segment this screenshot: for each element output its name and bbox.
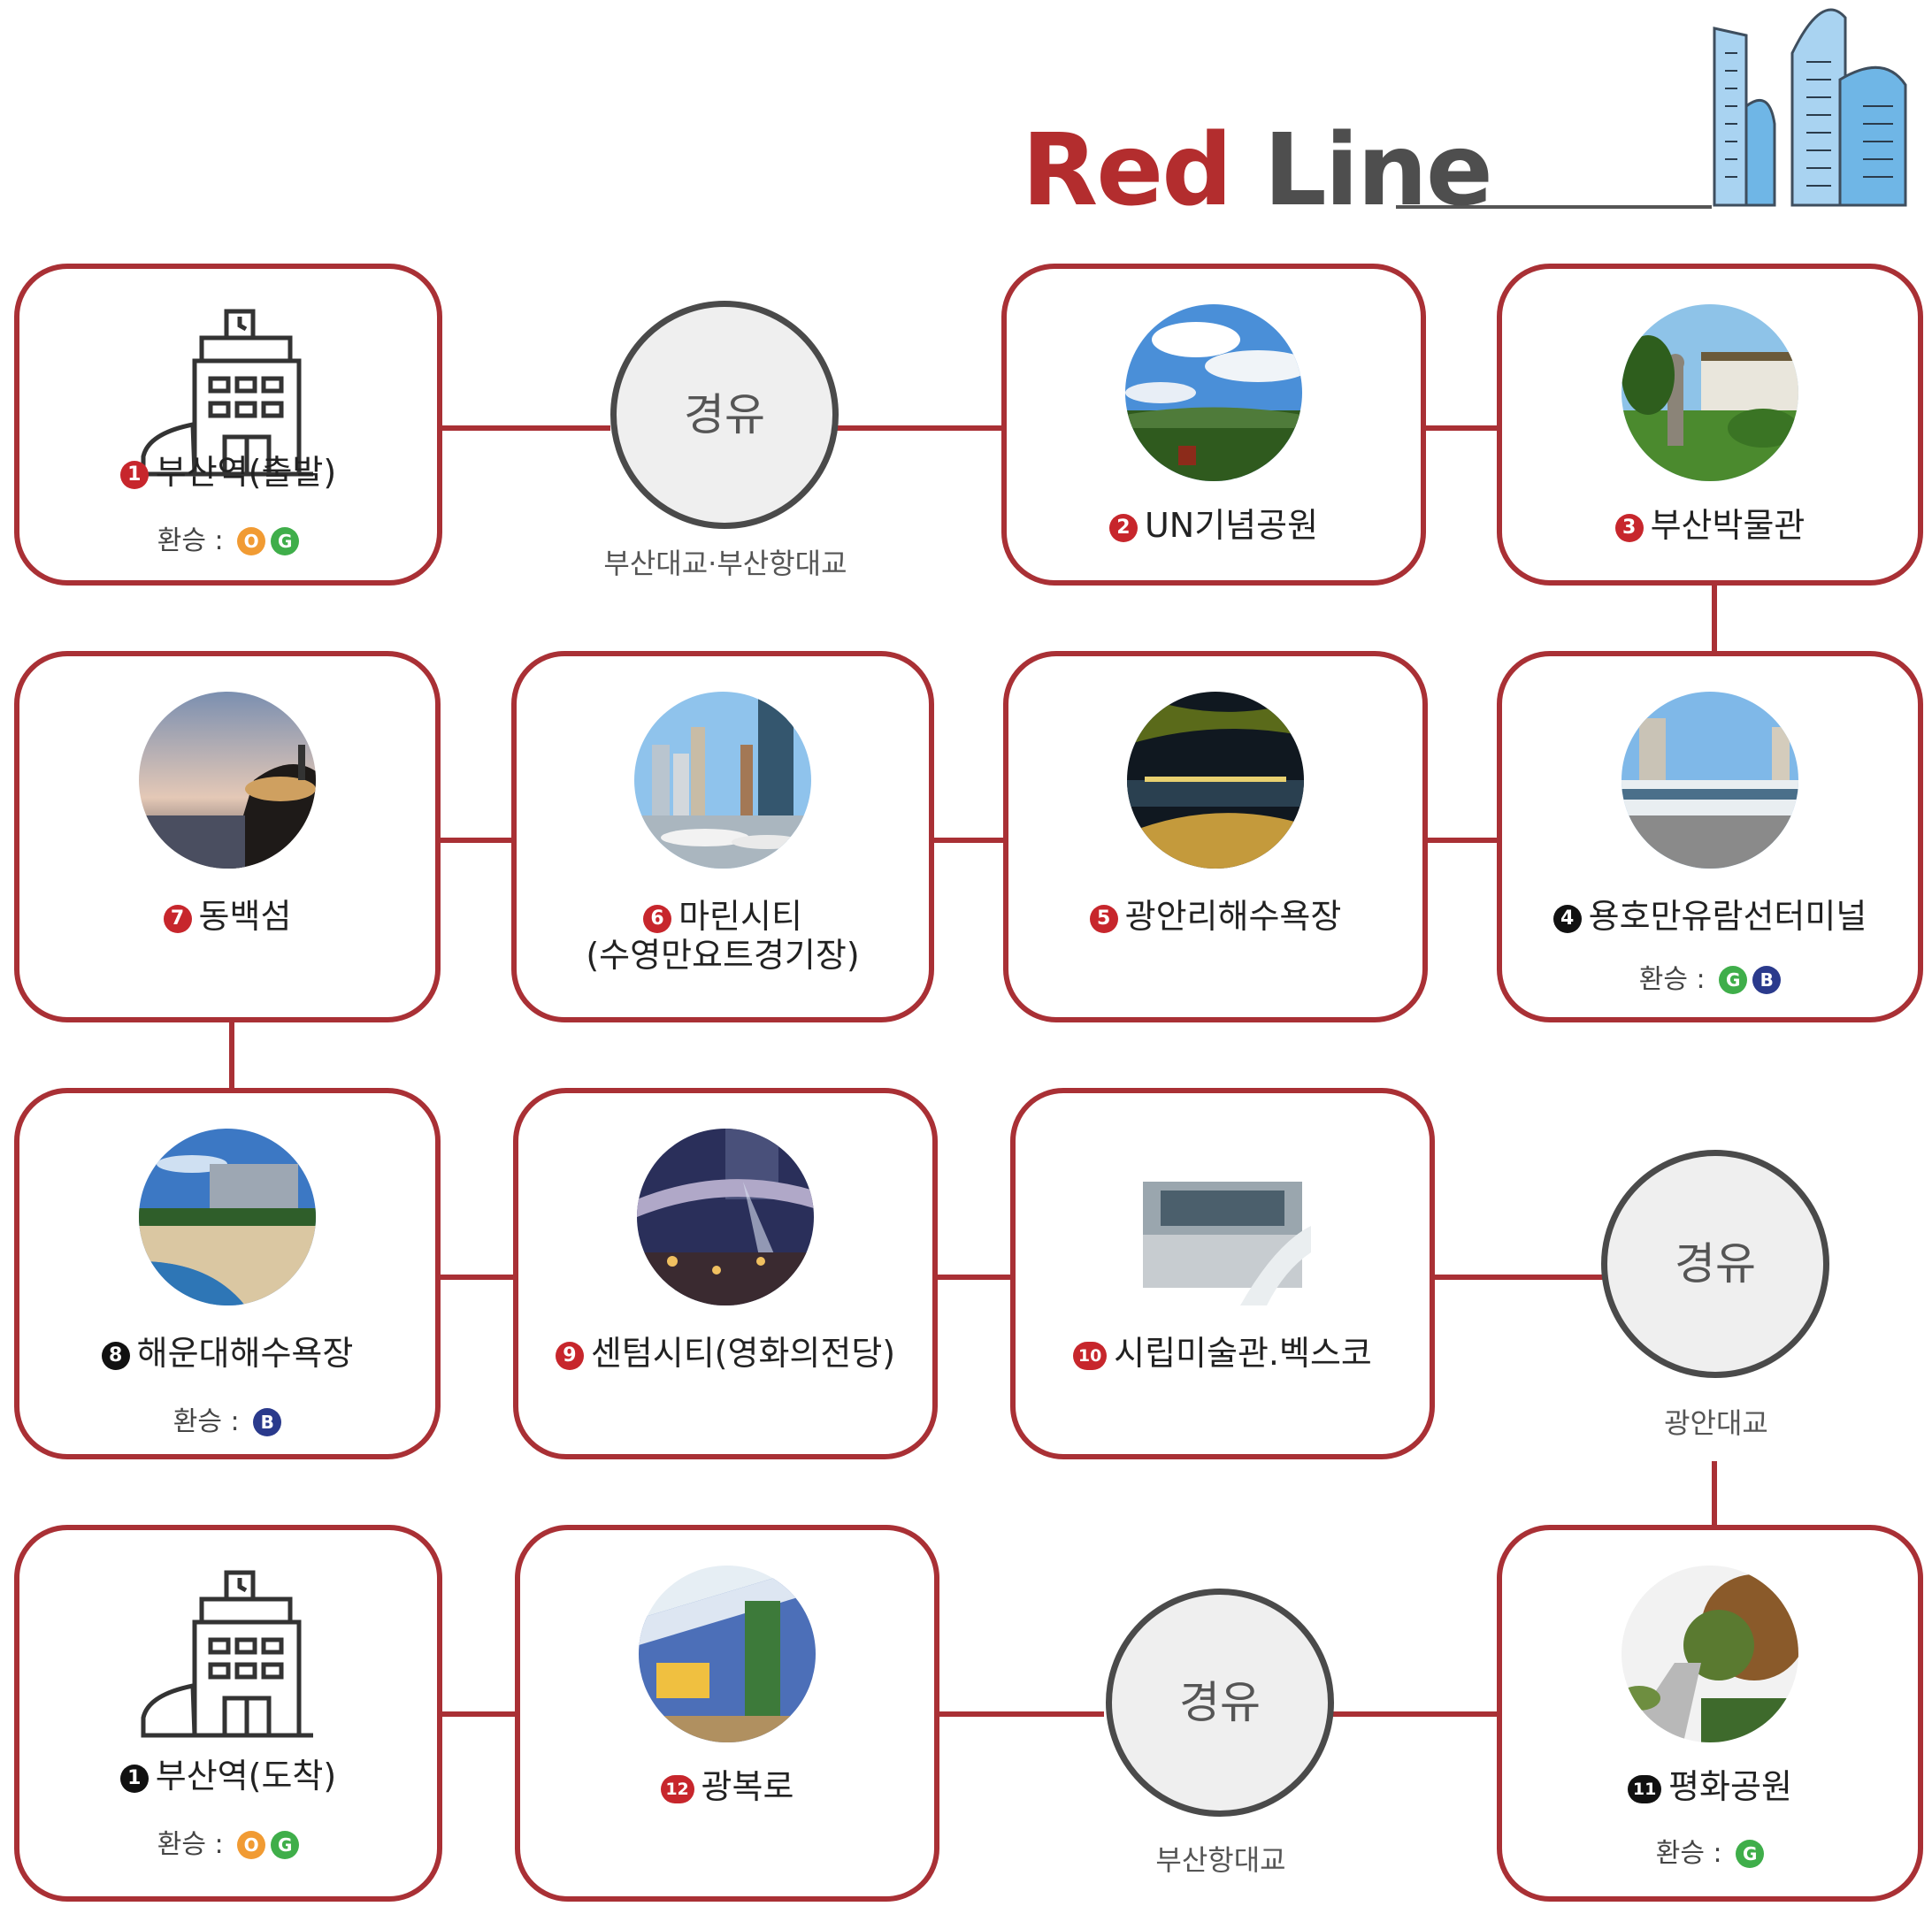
art-museum-bexco-photo (1134, 1129, 1311, 1305)
stop-label: 해운대해수욕장 (136, 1334, 354, 1373)
via-label: 경유 (684, 389, 765, 440)
train-station-icon (140, 304, 317, 481)
busan-museum-photo (1622, 304, 1798, 481)
stop-label: 부산박물관 (1650, 506, 1806, 545)
stop-label: UN기념공원 (1144, 506, 1319, 545)
transfer-info: 환승 : G (1502, 1831, 1918, 1870)
stop-label: 마린시티 (678, 897, 802, 936)
gwangalli-beach-photo (1127, 692, 1304, 869)
stop-number-badge: 4 (1552, 905, 1582, 933)
stop-number-badge: 5 (1089, 905, 1118, 933)
stop-label: 광안리해수욕장 (1124, 897, 1342, 936)
stop-label: 평화공원 (1668, 1767, 1792, 1806)
transfer-info: 환승 : B (19, 1399, 435, 1438)
stop-number-badge: 11 (1628, 1775, 1662, 1803)
title-red: Red (1022, 113, 1232, 228)
transfer-label: 환승 : (1638, 964, 1706, 995)
stop-label: 부산역(출발) (155, 453, 337, 492)
transfer-line-b: B (1752, 966, 1782, 994)
stop-number-badge: 2 (1108, 514, 1138, 542)
via-bridge-label-3: 부산항대교 (1155, 1843, 1286, 1877)
stop-number-badge: 1 (119, 461, 149, 489)
stop-number-badge: 6 (643, 905, 672, 933)
haeundae-beach-photo (139, 1129, 316, 1305)
route-title: Red Line (1022, 113, 1493, 228)
via-label: 경유 (1179, 1677, 1261, 1728)
stop-label-sub: (수영만요트경기장) (586, 936, 860, 975)
train-station-icon (140, 1566, 317, 1742)
transfer-line-g: G (1736, 1840, 1765, 1868)
stop-label: 동백섬 (198, 897, 292, 936)
stop-label: 부산역(도착) (155, 1757, 337, 1795)
via-bridge-label-2: 광안대교 (1664, 1406, 1768, 1440)
via-point-3: 경유 (1106, 1589, 1334, 1817)
stop-number-badge: 3 (1614, 514, 1644, 542)
stop-number-badge: 7 (163, 905, 192, 933)
transfer-line-g: G (271, 1831, 300, 1859)
transfer-label: 환승 : (1655, 1838, 1722, 1869)
stop-number-badge: 10 (1073, 1342, 1108, 1370)
stop-label: 시립미술관.벡스코 (1114, 1334, 1372, 1373)
transfer-label: 환승 : (157, 525, 224, 556)
gwangbok-street-photo (639, 1566, 816, 1742)
via-point-2: 경유 (1601, 1150, 1829, 1378)
via-point-1: 경유 (610, 301, 839, 529)
un-memorial-park-photo (1125, 304, 1302, 481)
stop-number-badge: 1 (119, 1765, 149, 1793)
transfer-line-b: B (253, 1408, 282, 1436)
transfer-line-o: O (237, 1831, 266, 1859)
via-label: 경유 (1675, 1238, 1756, 1290)
stop-number-badge: 12 (660, 1775, 694, 1803)
centum-city-photo (637, 1129, 814, 1305)
peace-park-photo (1622, 1566, 1798, 1742)
stop-number-badge: 9 (555, 1342, 584, 1370)
stop-number-badge: 8 (101, 1342, 130, 1370)
stop-label: 광복로 (701, 1767, 794, 1806)
transfer-line-g: G (1719, 966, 1748, 994)
transfer-line-g: G (271, 527, 300, 555)
skyline-icon (1713, 8, 1907, 207)
via-bridge-label-1: 부산대교·부산항대교 (603, 547, 847, 580)
transfer-line-o: O (237, 527, 266, 555)
dongbaek-island-photo (139, 692, 316, 869)
stop-label: 용호만유람선터미널 (1588, 897, 1867, 936)
transfer-label: 환승 : (172, 1406, 240, 1437)
stop-label: 센텀시티(영화의전당) (590, 1334, 896, 1373)
marine-city-photo (634, 692, 811, 869)
cruise-terminal-photo (1622, 692, 1798, 869)
title-line: Line (1263, 113, 1492, 228)
transfer-label: 환승 : (157, 1829, 224, 1860)
